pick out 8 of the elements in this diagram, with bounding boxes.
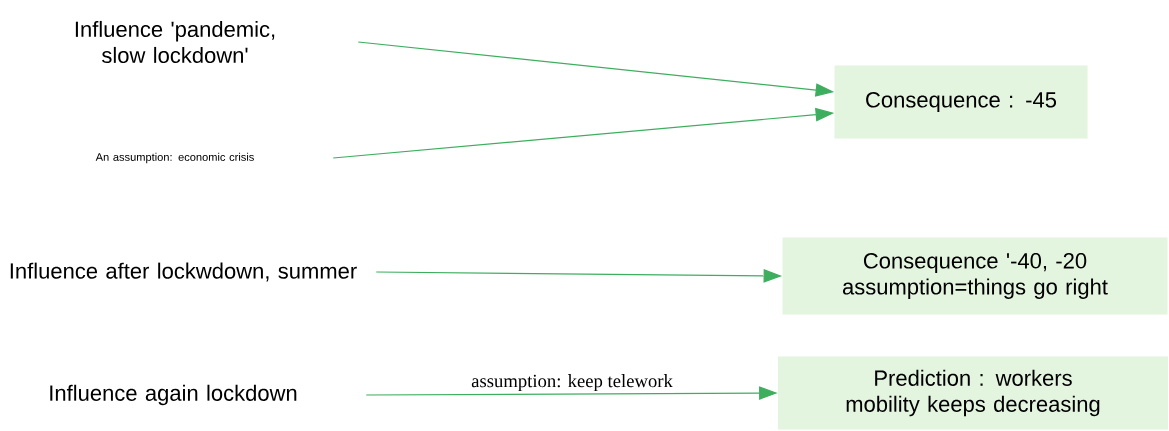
influence-text: Influence again lockdown [50, 384, 297, 406]
result-box: Consequence '-40, -20 assumption=things go right [782, 237, 1168, 315]
result-box: Prediction : workers mobility keeps decreasing [778, 356, 1168, 430]
edge-label: assumption: keep telework [469, 372, 675, 393]
influence-text: Influence after lockwdown, summer [10, 262, 357, 282]
assumption-text: An assumption: economic crisis [95, 152, 254, 164]
result-box: Consequence : -45 [834, 65, 1088, 139]
influence-text: Influence 'pandemic, slow lockdown' [75, 20, 275, 64]
